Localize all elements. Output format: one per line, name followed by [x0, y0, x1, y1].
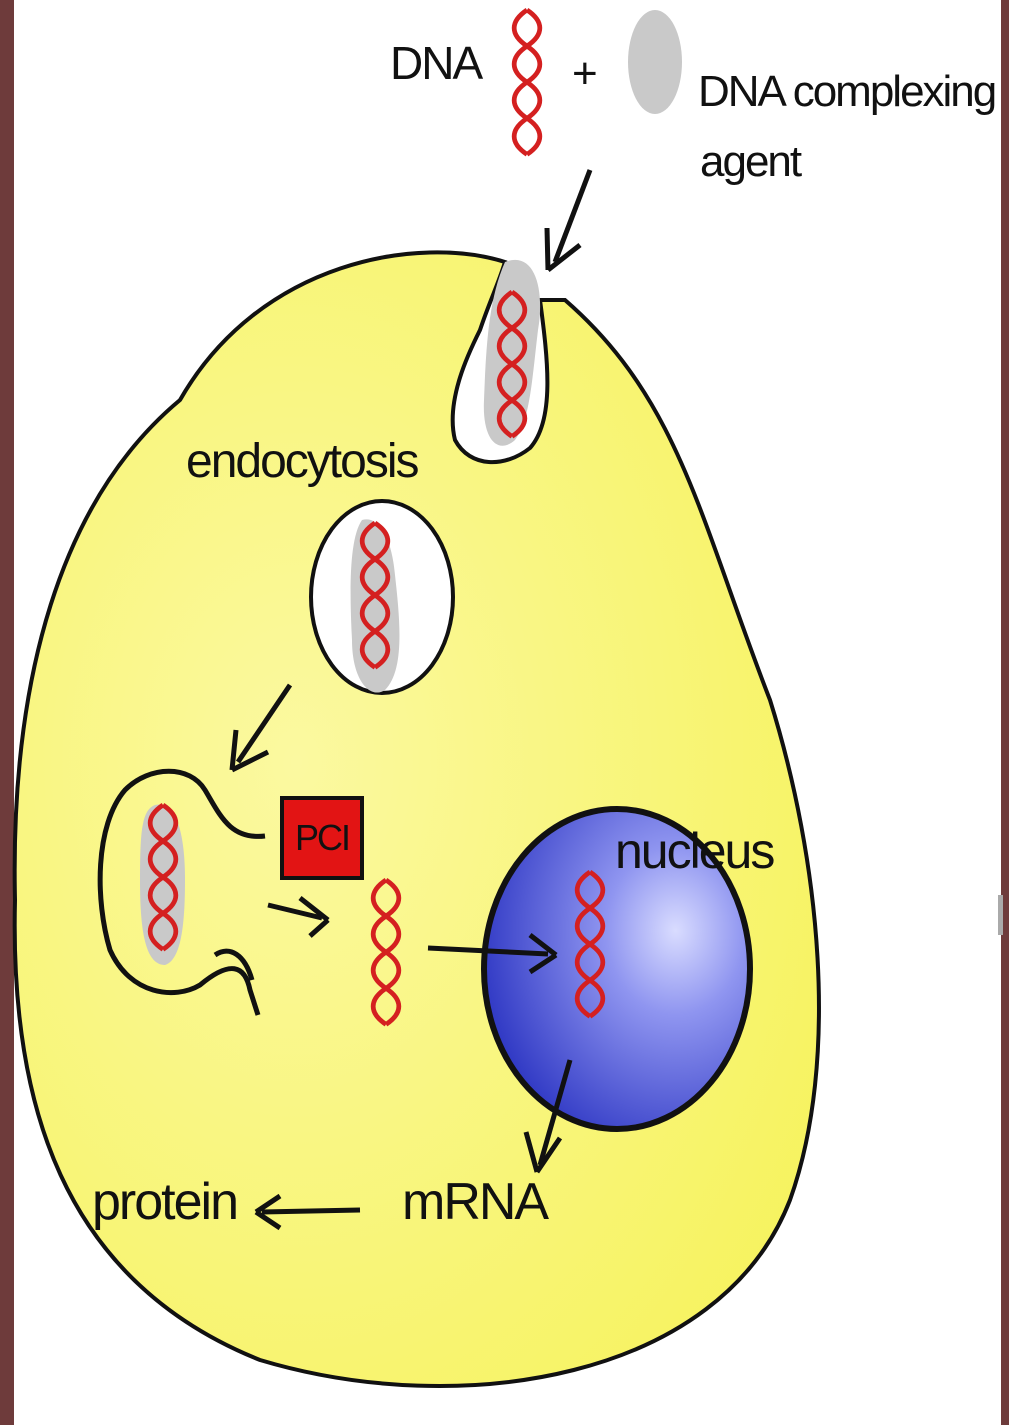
complexing-agent-blob — [628, 10, 682, 114]
label-dna: DNA — [390, 40, 481, 86]
label-nucleus: nucleus — [615, 826, 773, 876]
arrow-to-protein — [262, 1210, 360, 1212]
label-complexing-agent-2: agent — [700, 140, 800, 184]
label-mrna: mRNA — [402, 1176, 547, 1228]
label-endocytosis: endocytosis — [186, 438, 417, 486]
label-plus: + — [572, 52, 596, 96]
pci-box: PCI — [280, 796, 364, 880]
label-protein: protein — [92, 1176, 237, 1228]
label-complexing-agent-1: DNA complexing — [698, 70, 995, 114]
label-pci: PCI — [295, 817, 349, 859]
dna-helix-top — [514, 10, 540, 154]
